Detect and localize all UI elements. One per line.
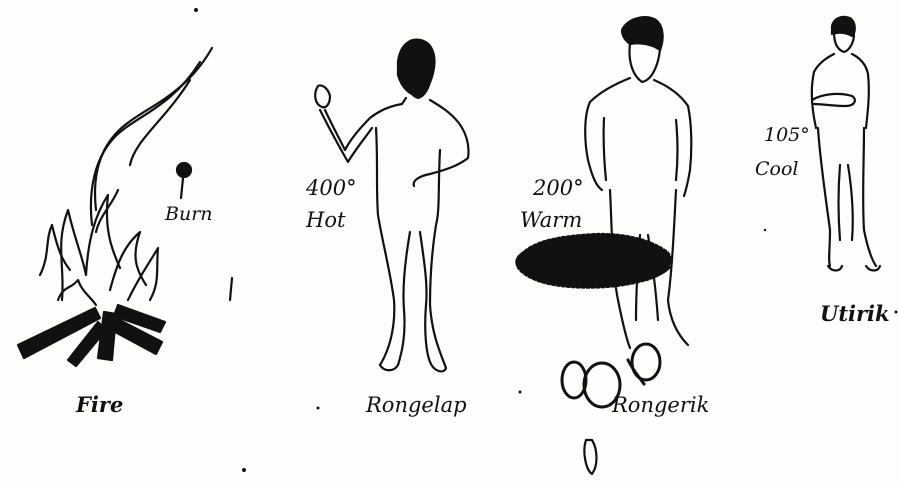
scorch-cloud bbox=[516, 234, 672, 288]
hair bbox=[622, 17, 663, 50]
utirik-temperature: 105° bbox=[764, 126, 810, 145]
burn-label: Burn bbox=[165, 205, 213, 224]
smoke-trail bbox=[91, 48, 212, 225]
rongerik-sensation: Warm bbox=[520, 210, 582, 231]
logs bbox=[18, 305, 165, 366]
drip-mark bbox=[584, 440, 596, 474]
rongerik-temperature: 200° bbox=[533, 178, 584, 199]
utirik-label: Utirik bbox=[820, 303, 890, 324]
rongelap-sensation: Hot bbox=[306, 210, 345, 231]
rongelap-label: Rongelap bbox=[366, 395, 467, 416]
fire-label: Fire bbox=[76, 394, 123, 415]
paper-specks bbox=[194, 8, 898, 472]
ember-drip bbox=[181, 178, 183, 198]
utirik-figure bbox=[812, 17, 880, 271]
hair bbox=[832, 17, 855, 36]
rongelap-temperature: 400° bbox=[306, 178, 357, 199]
rongelap-figure bbox=[315, 40, 468, 372]
ash-mark bbox=[230, 278, 232, 300]
ember-dot bbox=[177, 163, 191, 177]
flames bbox=[40, 190, 158, 305]
rongerik-label: Rongerik bbox=[612, 395, 709, 416]
utirik-sensation: Cool bbox=[755, 160, 799, 179]
